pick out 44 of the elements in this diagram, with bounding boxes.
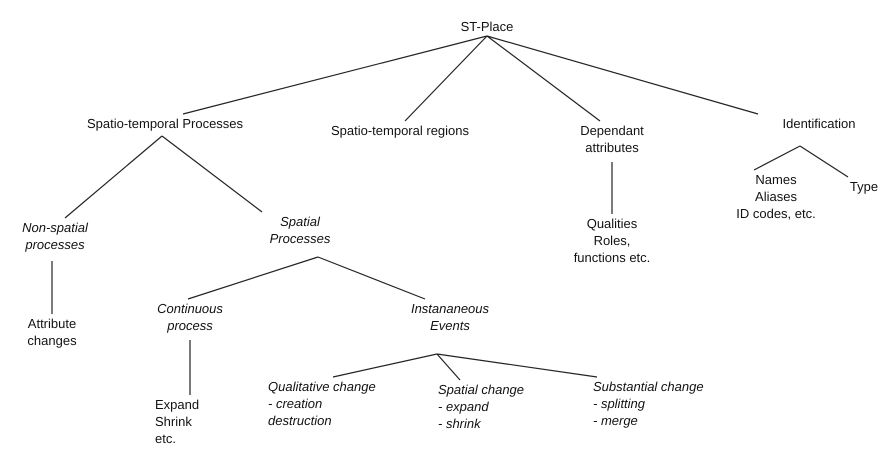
connector-line xyxy=(162,136,262,212)
node-text: Non-spatial processes xyxy=(21,219,90,253)
connector-line xyxy=(182,35,488,115)
node-text: - creation xyxy=(268,395,322,412)
node-text: Spatio-temporal Processes xyxy=(86,115,244,132)
node-text: Qualitative change xyxy=(268,378,376,395)
node-text: Spatial Processes xyxy=(268,213,332,247)
node-text: Instananeous Events xyxy=(410,300,490,334)
node-text: - shrink xyxy=(438,415,481,432)
connector-line xyxy=(318,256,426,300)
node-text: - splitting xyxy=(593,395,646,412)
connector-line xyxy=(486,36,600,122)
connector-line xyxy=(189,340,191,395)
connector-line xyxy=(436,354,460,380)
node-text: - expand xyxy=(438,398,489,415)
node-text: destruction xyxy=(268,412,332,429)
node-text: Roles, functions etc. xyxy=(572,232,652,266)
connector-line xyxy=(800,146,848,178)
node-text: Names xyxy=(755,171,797,188)
node-text: Attribute changes xyxy=(26,315,78,349)
node-text: - merge xyxy=(593,412,638,429)
node-text: Shrink xyxy=(155,413,192,430)
node-text: Spatio-temporal regions xyxy=(330,122,470,139)
node-text: Expand xyxy=(155,396,200,413)
node-text: Identification xyxy=(782,115,856,132)
connector-line xyxy=(332,353,438,378)
connector-line xyxy=(611,162,613,214)
node-text: ST-Place xyxy=(460,18,514,35)
node-text: Dependant attributes xyxy=(579,122,645,156)
connector-line xyxy=(51,261,53,314)
node-text: ID codes, etc. xyxy=(736,205,816,222)
node-text: Type xyxy=(850,178,878,195)
connector-line xyxy=(188,256,318,300)
connector-line xyxy=(64,136,162,218)
connector-line xyxy=(754,145,800,171)
connector-line xyxy=(486,35,758,115)
node-text: Spatial change xyxy=(438,381,524,398)
node-text: etc. xyxy=(155,430,176,447)
connector-line xyxy=(404,36,488,122)
node-text: Aliases xyxy=(755,188,797,205)
node-text: Continuous process xyxy=(156,300,224,334)
node-text: Qualities xyxy=(586,215,638,232)
node-text: Substantial change xyxy=(593,378,704,395)
connector-line xyxy=(436,353,598,378)
